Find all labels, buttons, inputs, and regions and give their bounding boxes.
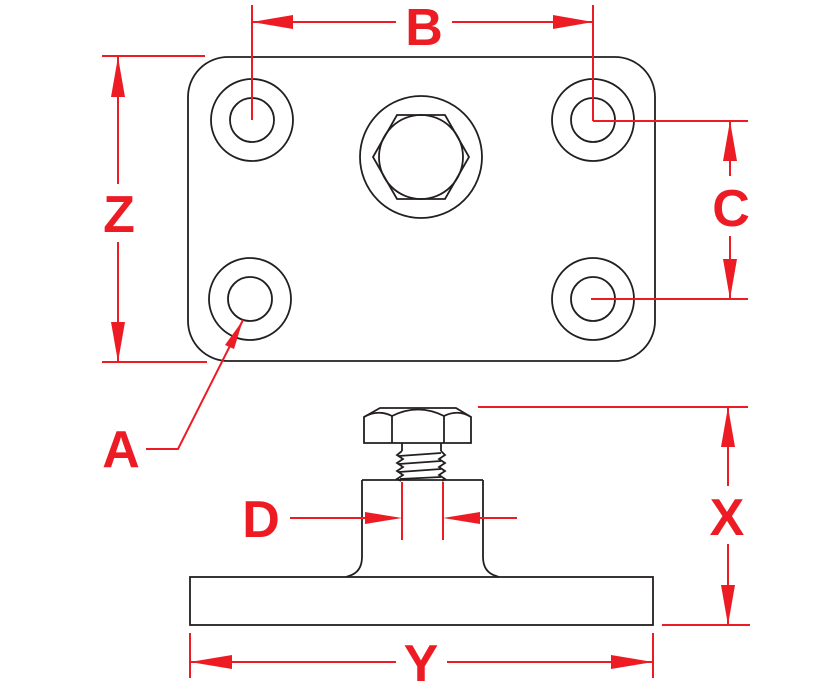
- x-arrowhead-bottom: [721, 585, 735, 625]
- c-arrowhead-bottom: [723, 259, 737, 299]
- hole-counterbore-circle: [208, 257, 292, 341]
- label-a: A: [102, 421, 140, 479]
- label-x: X: [710, 489, 745, 547]
- hex-chamfer-arc-right: [443, 411, 472, 418]
- a-arrowhead: [225, 320, 243, 349]
- boss-left-side-fillet: [345, 480, 363, 578]
- center-hex-bolt-plan: [359, 95, 483, 219]
- y-arrowhead-right: [611, 655, 653, 669]
- thread-zigzag-right: [437, 450, 447, 482]
- d-arrowheads: [365, 512, 480, 524]
- d-arrowhead-left: [365, 512, 402, 524]
- dimension-a-leader: [146, 319, 244, 450]
- c-arrowheads: [723, 121, 737, 299]
- hex-head-profile: [363, 407, 472, 444]
- hex-head-flats: [371, 114, 471, 200]
- b-arrowhead-left: [252, 15, 293, 29]
- mounting-hole-bottom-left: [208, 257, 292, 341]
- hex-chamfer-arc-center: [391, 408, 445, 417]
- label-d: D: [242, 491, 280, 549]
- thread-zigzag-left: [395, 450, 405, 482]
- dimension-z: [102, 55, 207, 363]
- y-arrowheads: [190, 655, 653, 669]
- dimension-x: [478, 406, 750, 626]
- dimension-b: [251, 5, 594, 121]
- plate-outline: [187, 56, 656, 362]
- c-arrowhead-top: [723, 121, 737, 161]
- hex-inscribed-circle: [378, 114, 464, 200]
- side-view-elevation: [189, 407, 654, 626]
- label-c: C: [712, 180, 750, 238]
- boss-right-side-fillet: [482, 480, 500, 578]
- label-z: Z: [103, 186, 135, 244]
- x-arrowhead-top: [721, 407, 735, 447]
- threaded-stud: [395, 443, 447, 482]
- dimension-y: [189, 633, 654, 678]
- base-plate-profile: [189, 576, 654, 626]
- dimension-labels: B Z C A D X Y: [102, 0, 750, 693]
- b-arrowheads: [252, 15, 593, 29]
- z-arrowheads: [111, 57, 125, 362]
- b-arrowhead-right: [553, 15, 593, 29]
- label-y: Y: [404, 635, 439, 693]
- a-arrowhead-group: [225, 320, 243, 349]
- z-arrowhead-bottom: [111, 322, 125, 362]
- dimension-d: [290, 482, 517, 540]
- d-arrowhead-right: [443, 512, 480, 524]
- dimension-c: [591, 120, 748, 300]
- z-arrowhead-top: [111, 57, 125, 97]
- boss-circle: [359, 95, 483, 219]
- hex-chamfer-arc-left: [363, 411, 393, 418]
- thread-crest-lines: [398, 452, 442, 480]
- dimension-layer: B Z C A D X Y: [102, 0, 750, 693]
- top-view-flange-plate: [187, 56, 656, 362]
- label-b: B: [405, 0, 443, 57]
- a-leader-line: [146, 319, 244, 450]
- x-arrowheads: [721, 407, 735, 625]
- y-arrowhead-left: [190, 655, 232, 669]
- hole-bore-circle: [227, 276, 273, 322]
